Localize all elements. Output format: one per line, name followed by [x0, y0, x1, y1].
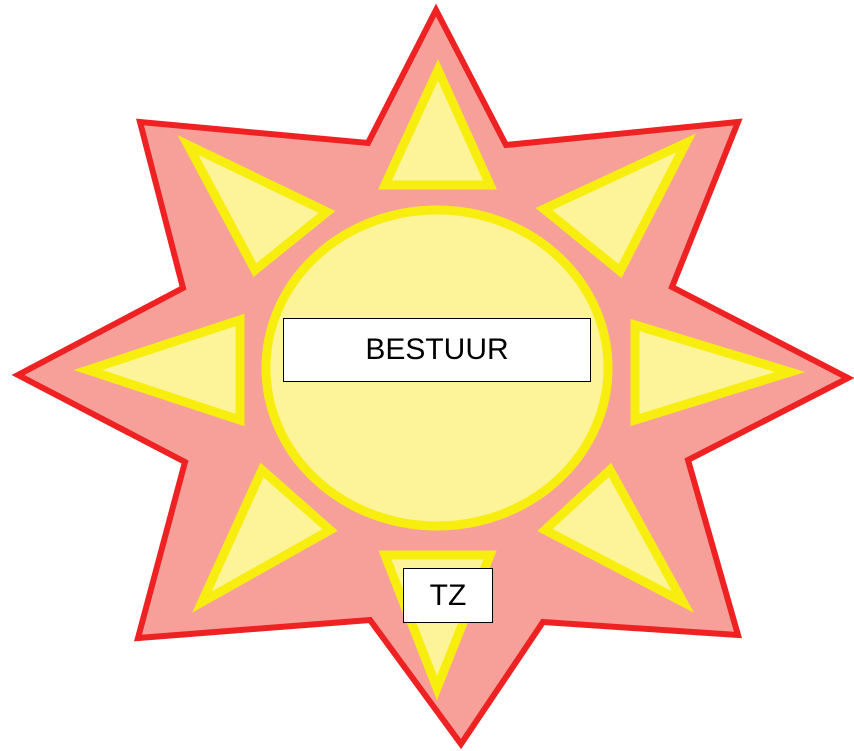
tz-label: TZ	[430, 579, 467, 613]
tz-node: TZ	[403, 568, 493, 623]
bestuur-label: BESTUUR	[365, 333, 508, 367]
bestuur-node: BESTUUR	[283, 318, 591, 382]
